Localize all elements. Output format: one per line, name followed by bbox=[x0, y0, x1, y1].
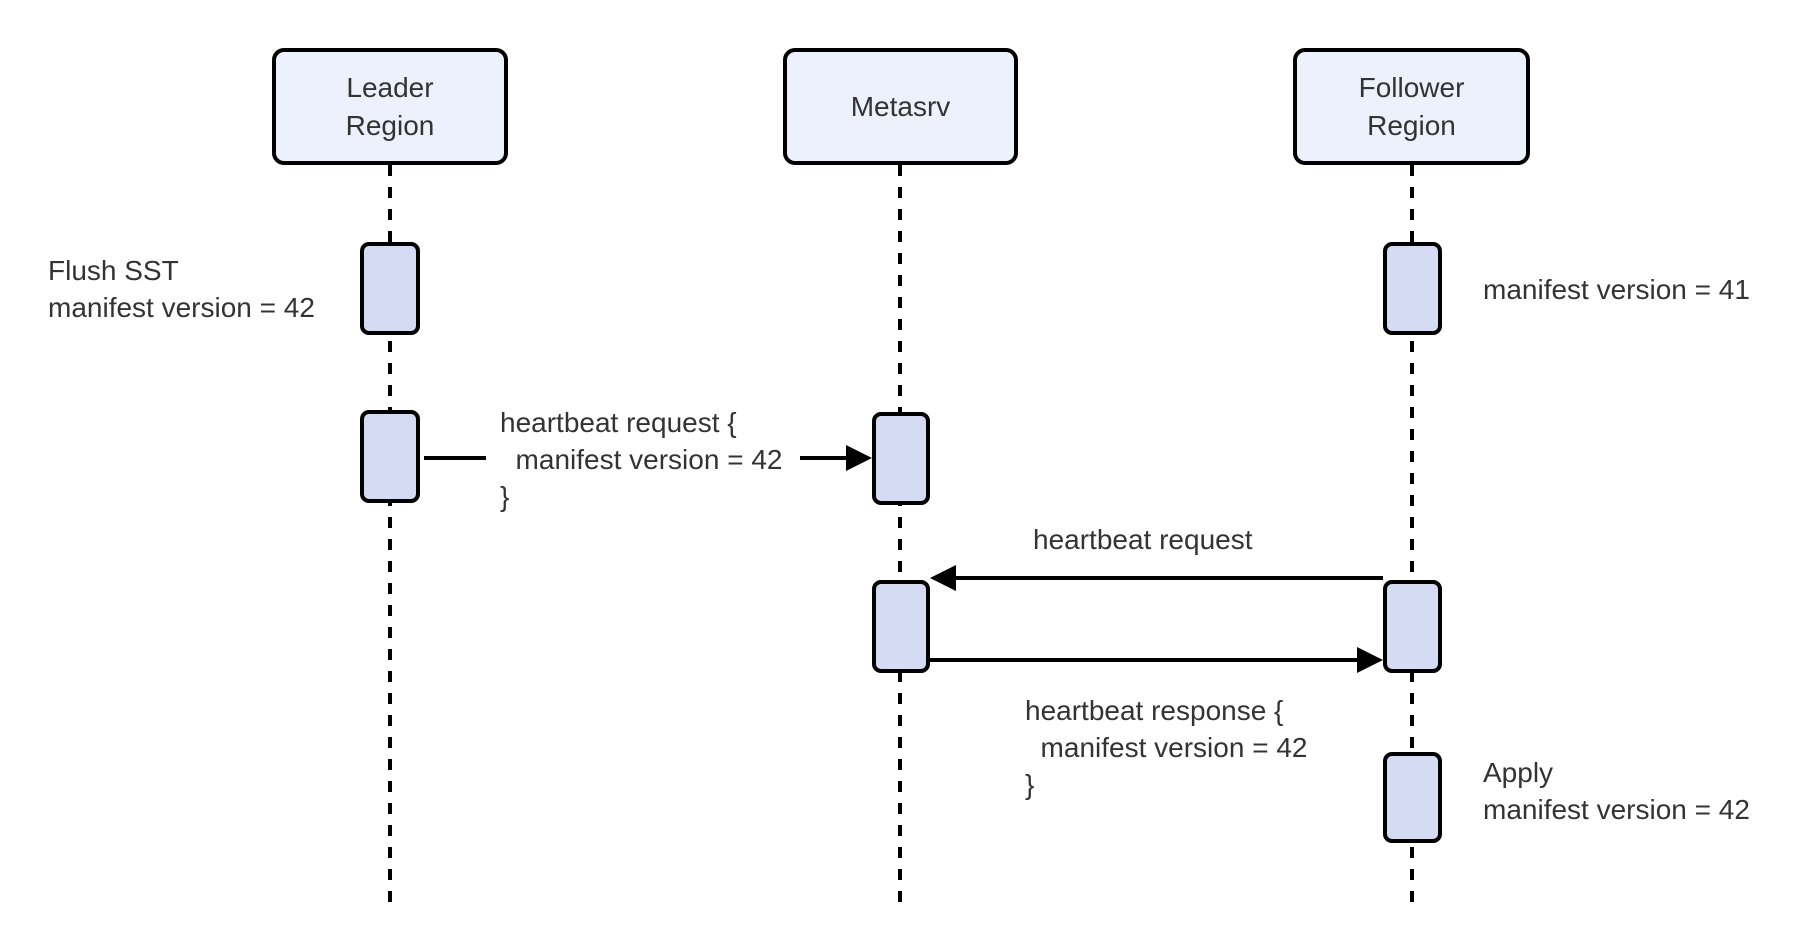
message1-arrowhead-right bbox=[846, 445, 872, 471]
lifeline-metasrv bbox=[898, 165, 902, 905]
activation-leader-flush bbox=[360, 242, 420, 335]
participant-leader-region-label: Leader Region bbox=[345, 71, 435, 141]
annotation-manifest-v41: manifest version = 41 bbox=[1483, 274, 1750, 305]
participant-metasrv-label: Metasrv bbox=[850, 90, 951, 122]
message1-label: heartbeat request { manifest version = 4… bbox=[500, 407, 783, 512]
message3-arrowhead-right bbox=[1357, 647, 1383, 673]
message2-label: heartbeat request bbox=[1033, 524, 1253, 555]
activation-follower-heartbeat bbox=[1383, 580, 1442, 673]
message1-line-right-segment bbox=[800, 456, 848, 460]
participant-metasrv: Metasrv bbox=[783, 48, 1018, 165]
message2-line bbox=[952, 576, 1383, 580]
activation-metasrv-follower-heartbeat bbox=[872, 580, 930, 673]
message3-label: heartbeat response { manifest version = … bbox=[1025, 695, 1308, 800]
message3-line bbox=[930, 658, 1359, 662]
annotation-apply: Apply manifest version = 42 bbox=[1483, 757, 1750, 825]
participant-follower-region-label: Follower Region bbox=[1358, 71, 1465, 141]
activation-leader-heartbeat bbox=[360, 410, 420, 503]
message2-arrowhead-left bbox=[930, 565, 956, 591]
participant-follower-region: Follower Region bbox=[1293, 48, 1530, 165]
lifeline-follower-region bbox=[1410, 165, 1414, 905]
activation-follower-manifest41 bbox=[1383, 242, 1442, 335]
message1-line-left-segment bbox=[424, 456, 486, 460]
participant-leader-region: Leader Region bbox=[272, 48, 508, 165]
activation-metasrv-leader-heartbeat bbox=[872, 412, 930, 505]
annotation-flush-sst: Flush SST manifest version = 42 bbox=[48, 255, 315, 323]
activation-follower-apply bbox=[1383, 752, 1442, 843]
lifeline-leader-region bbox=[388, 165, 392, 905]
